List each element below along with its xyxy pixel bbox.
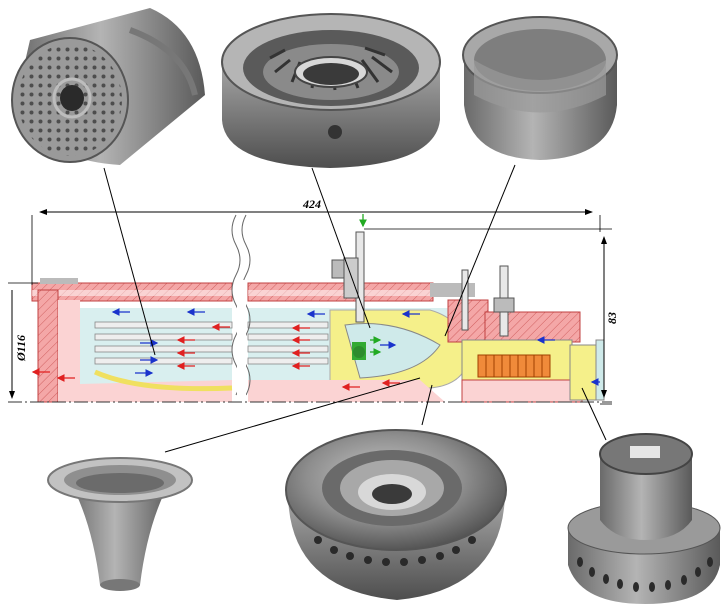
photo-perforated-cylinder-cap — [567, 433, 721, 604]
photo-perforated-dome — [285, 429, 507, 600]
leader-lines — [103, 164, 607, 453]
dimension-height-label: 83 — [605, 312, 619, 324]
photo-bladed-swirler-ring — [221, 13, 441, 168]
photo-flared-nozzle — [47, 457, 193, 591]
dimension-diameter-label: Ø116 — [14, 335, 28, 362]
photo-plain-ring — [462, 16, 618, 160]
photo-conical-swirler-disc — [11, 8, 205, 165]
cross-section-diagram: 424 83 Ø116 — [8, 197, 619, 410]
dimension-length-label: 424 — [302, 197, 321, 211]
